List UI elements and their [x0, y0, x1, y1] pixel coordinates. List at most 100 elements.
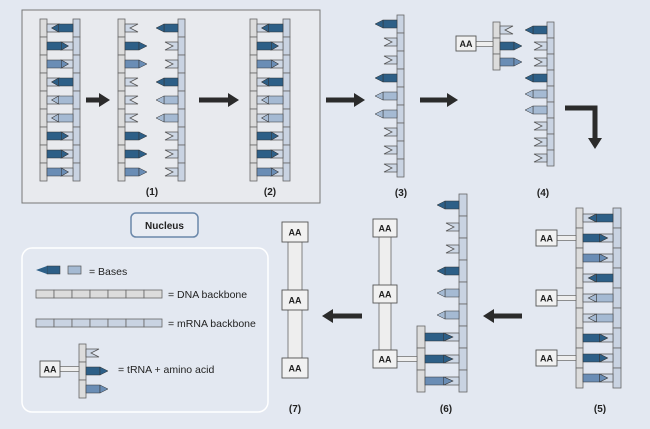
dna-backbone-left-segment [117, 36, 126, 56]
amino-acid-bond [556, 355, 577, 361]
amino-acid-box [281, 357, 309, 379]
mrna-backbone-segment [458, 259, 468, 283]
base-mid-tip [138, 167, 148, 177]
trna-backbone-segment [575, 247, 584, 269]
dna-backbone-left-segment [117, 126, 126, 146]
legend-mrna-backbone-segment [89, 318, 109, 328]
base-notch [383, 127, 398, 137]
amino-acid-label: AA [460, 39, 473, 49]
amino-acid-box [281, 221, 309, 243]
stage-label-5: (5) [594, 404, 606, 415]
dna-backbone-left-segment [249, 108, 258, 128]
mrna-backbone-segment [546, 117, 555, 135]
base-dark [256, 41, 272, 51]
base-dark [582, 333, 600, 343]
base-dark-tip [155, 77, 165, 87]
mrna-backbone-segment [458, 347, 468, 371]
base-dark-tip [51, 23, 59, 33]
base-dark [256, 149, 272, 159]
trna-backbone-segment [575, 307, 584, 329]
base-dark-tip [261, 23, 269, 33]
stage-label-2: (2) [264, 187, 276, 198]
base-dark-tip [138, 41, 148, 51]
stage-label-4: (4) [537, 188, 549, 199]
legend-base-light [67, 265, 82, 275]
base-light [268, 113, 284, 123]
amino-acid-label: AA [289, 228, 302, 238]
amino-acid-box [535, 229, 558, 247]
legend-dna-backbone-segment [35, 289, 55, 299]
base-dark-tip [374, 73, 384, 83]
dna-backbone-left-segment [39, 144, 48, 164]
trna-backbone-segment [492, 21, 501, 39]
trna-backbone-segment [492, 53, 501, 71]
base-dark-tip [587, 273, 597, 283]
base-dark [46, 149, 62, 159]
mrna-backbone-segment [612, 327, 622, 349]
mrna-backbone-segment [612, 267, 622, 289]
amino-acid-box [372, 349, 398, 369]
base-dark [124, 149, 140, 159]
base-dark [596, 273, 614, 283]
mrna-backbone-segment [546, 133, 555, 151]
legend-dna-backbone-segment [53, 289, 73, 299]
base-dark-tip [436, 200, 446, 210]
base-notch [533, 41, 548, 51]
base-mid-tip [99, 384, 109, 394]
dna-backbone-left-segment [249, 126, 258, 146]
base-dark-tip [524, 73, 534, 83]
mrna-backbone-segment [396, 14, 405, 34]
base-mid-tip [271, 167, 279, 177]
base-dark-tip [271, 131, 279, 141]
amino-acid-bond [59, 366, 80, 372]
dna-backbone-left-segment [39, 36, 48, 56]
base-notch [383, 37, 398, 47]
base-mid [424, 376, 444, 386]
dna-backbone-left-segment [39, 72, 48, 92]
dna-backbone-left-segment [39, 162, 48, 182]
mrna-backbone-segment [458, 369, 468, 393]
base-dark [163, 23, 179, 33]
dna-backbone-right-segment [177, 18, 186, 38]
base-light [382, 91, 398, 101]
amino-acid-box [535, 289, 558, 307]
base-notch [499, 25, 514, 35]
base-mid-tip [61, 167, 69, 177]
base-mid [46, 59, 62, 69]
dna-backbone-left-segment [249, 72, 258, 92]
base-dark-tip [436, 266, 446, 276]
dna-backbone-right-segment [72, 90, 81, 110]
trna-backbone-segment [575, 227, 584, 249]
dna-backbone-left-segment [117, 54, 126, 74]
base-dark [382, 19, 398, 29]
mrna-backbone-segment [458, 237, 468, 261]
base-dark [268, 23, 284, 33]
mrna-backbone-segment [612, 247, 622, 269]
dna-backbone-right-segment [282, 36, 291, 56]
base-dark-tip [138, 131, 148, 141]
base-mid [256, 59, 272, 69]
mrna-backbone-segment [612, 307, 622, 329]
amino-acid-box [281, 289, 309, 311]
dna-backbone-left-segment [117, 162, 126, 182]
amino-acid-bond [396, 356, 418, 362]
nucleus-label-text: Nucleus [145, 221, 184, 232]
base-light-tip [524, 89, 534, 99]
legend-trna-backbone-segment [78, 361, 87, 381]
base-dark [268, 77, 284, 87]
base-mid [46, 167, 62, 177]
base-dark [85, 366, 101, 376]
mrna-backbone-segment [612, 367, 622, 389]
amino-acid-box [39, 360, 61, 378]
legend-mrna-backbone-segment [143, 318, 163, 328]
dna-backbone-right-segment [177, 144, 186, 164]
dna-backbone-left-segment [249, 18, 258, 38]
dna-backbone-left-segment [117, 144, 126, 164]
mrna-backbone-segment [546, 85, 555, 103]
base-notch [533, 153, 548, 163]
base-notch [164, 167, 179, 177]
base-mid-tip [443, 376, 454, 386]
dna-backbone-left-segment [39, 18, 48, 38]
base-dark [46, 131, 62, 141]
base-dark [582, 233, 600, 243]
